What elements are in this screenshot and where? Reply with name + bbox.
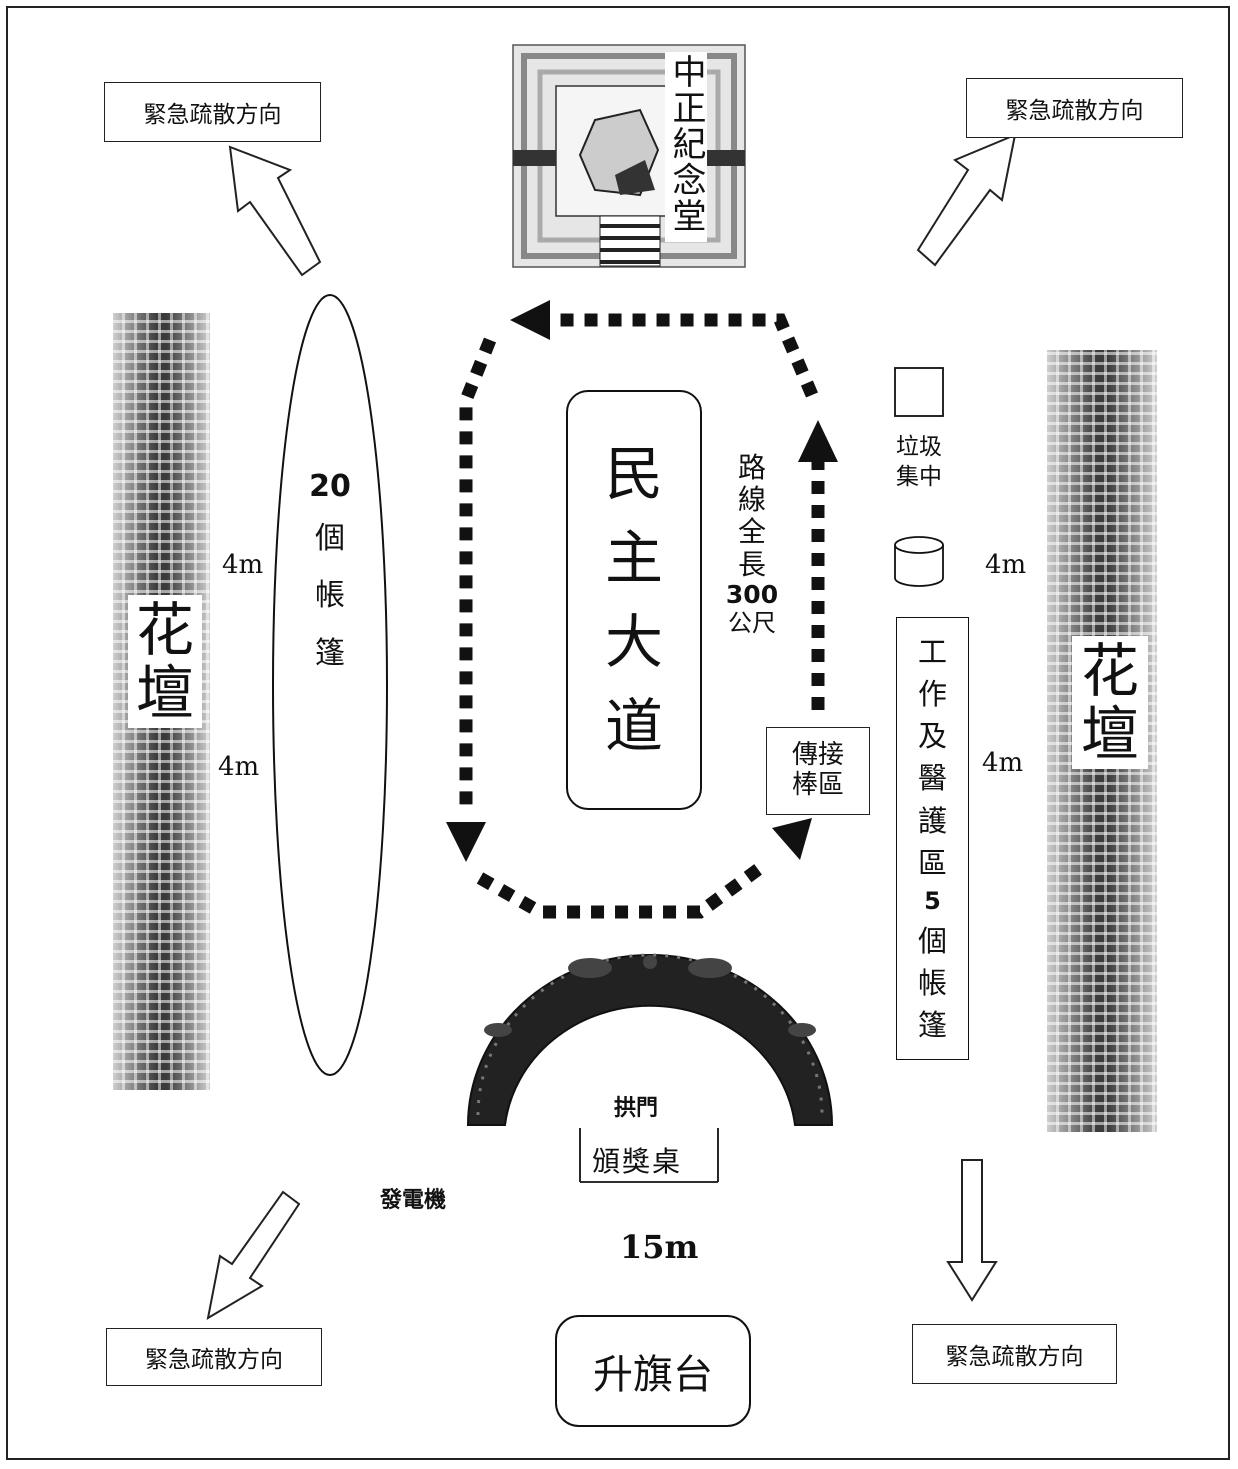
- route-char-2: 線: [737, 483, 766, 517]
- flower-char-1: 花: [135, 596, 194, 664]
- trash-cylinder-icon: [894, 536, 944, 587]
- route-arrowhead-left: [446, 822, 486, 862]
- flower-bed-left-label: 花 壇: [128, 595, 202, 729]
- tents-count: 20: [309, 469, 351, 504]
- work-char-4: 醫: [917, 761, 947, 796]
- generator-label: 發電機: [380, 1187, 447, 1213]
- route-length: 300: [725, 579, 779, 609]
- memorial-hall-icon: [512, 44, 746, 268]
- route-arrowhead-relay: [772, 818, 812, 860]
- avenue-char-3: 大: [604, 608, 663, 676]
- flower-char-2: 壇: [135, 658, 194, 727]
- tents-left-label: 20 個 帳 篷: [304, 470, 356, 670]
- award-table-label: 頒獎桌: [592, 1145, 683, 1178]
- avenue-box: 民 主 大 道: [566, 390, 702, 810]
- width-label-right-upper: 4m: [985, 550, 1027, 580]
- flag-platform-box: 升旗台: [555, 1315, 751, 1427]
- flower-char-2: 壇: [1080, 699, 1139, 768]
- route-arrowhead-top: [510, 300, 550, 340]
- evacuation-arrow-bottom-left: [206, 1190, 301, 1320]
- route-char-1: 路: [737, 451, 766, 484]
- tents-char-2: 帳: [315, 578, 345, 614]
- route-unit: 公尺: [728, 608, 776, 637]
- relay-line-2: 棒區: [791, 770, 844, 800]
- work-char-8: 帳: [917, 965, 947, 1000]
- evac-box-bottom-left: 緊急疏散方向: [106, 1328, 322, 1386]
- trash-square-icon: [894, 367, 944, 417]
- avenue-char-2: 主: [604, 523, 663, 592]
- route-char-3: 全: [737, 515, 766, 549]
- evacuation-arrow-top-left: [228, 145, 322, 277]
- evac-label-bottom-left: 緊急疏散方向: [145, 1347, 283, 1373]
- avenue-char-4: 道: [604, 692, 663, 761]
- arch-label: 拱門: [614, 1095, 659, 1121]
- evacuation-arrow-top-right: [916, 133, 1017, 267]
- flag-platform-label: 升旗台: [593, 1352, 713, 1398]
- arch-icon: [466, 953, 834, 1126]
- work-count: 5: [924, 887, 941, 916]
- evac-label-top-left: 緊急疏散方向: [143, 102, 282, 128]
- work-char-9: 篷: [917, 1008, 947, 1043]
- tent-area-ellipse: [272, 294, 388, 1076]
- avenue-char-1: 民: [604, 439, 663, 508]
- route-arrowhead-right: [798, 420, 838, 462]
- work-char-7: 個: [917, 923, 947, 958]
- relay-line-1: 傳接: [791, 740, 844, 771]
- work-char-3: 及: [917, 719, 947, 754]
- evac-box-top-right: 緊急疏散方向: [966, 78, 1183, 138]
- tents-char-3: 篷: [315, 635, 345, 671]
- evac-box-bottom-right: 緊急疏散方向: [912, 1324, 1117, 1384]
- relay-zone-box: 傳接 棒區: [766, 727, 870, 815]
- award-table-outline: [579, 1128, 719, 1183]
- trash-label: 垃圾 集中: [888, 433, 950, 493]
- width-label-right-lower: 4m: [982, 748, 1024, 778]
- work-char-6: 區: [917, 846, 947, 881]
- route-path: [459, 313, 825, 919]
- width-label-left-upper: 4m: [222, 550, 264, 580]
- memorial-hall-text: 中正紀念堂: [666, 54, 707, 234]
- width-label-left-lower: 4m: [218, 752, 260, 782]
- flower-bed-right-label: 花 壇: [1072, 636, 1148, 770]
- route-char-4: 長: [737, 547, 766, 581]
- evacuation-arrow-bottom-right: [946, 1159, 998, 1302]
- flower-char-1: 花: [1080, 637, 1139, 705]
- work-char-5: 護: [917, 803, 947, 838]
- work-medical-box: 工 作 及 醫 護 區 5 個 帳 篷: [896, 617, 969, 1060]
- route-length-label: 路 線 全 長 300 公尺: [724, 451, 780, 637]
- work-char-1: 工: [917, 634, 947, 669]
- trash-line-2: 集中: [896, 463, 942, 490]
- evac-label-top-right: 緊急疏散方向: [1005, 98, 1144, 124]
- evac-box-top-left: 緊急疏散方向: [104, 82, 321, 142]
- memorial-hall-label: 中正紀念堂: [666, 54, 706, 234]
- evac-label-bottom-right: 緊急疏散方向: [945, 1344, 1084, 1370]
- tents-char-1: 個: [315, 520, 345, 556]
- trash-line-1: 垃圾: [896, 434, 942, 460]
- distance-15m-label: 15m: [620, 1228, 699, 1266]
- diagram-frame: [6, 6, 1230, 1460]
- work-char-2: 作: [917, 676, 947, 711]
